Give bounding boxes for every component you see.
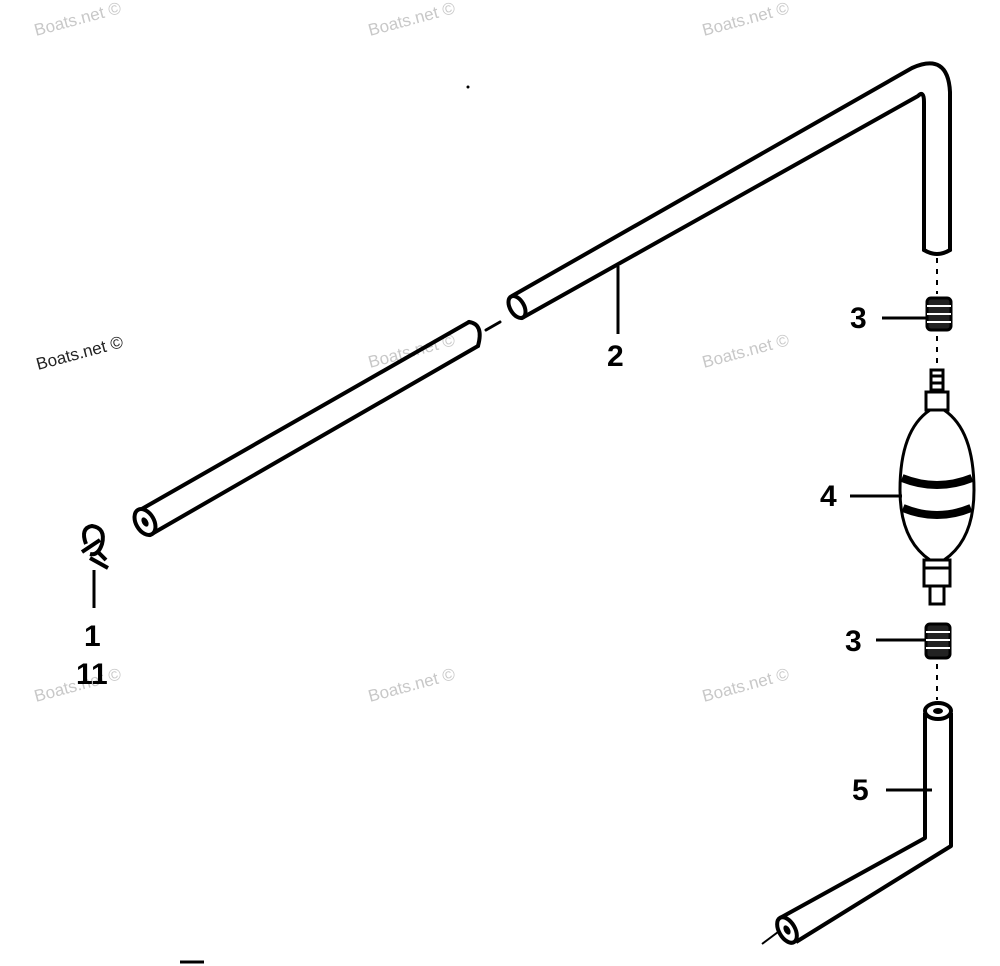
hose-2 bbox=[132, 61, 952, 537]
hose-clip bbox=[80, 523, 109, 608]
centerlines bbox=[761, 258, 938, 945]
watermark-9: Boats.net © bbox=[700, 664, 791, 706]
callout-labels: 1 11 2 3 4 3 5 bbox=[76, 302, 869, 807]
fitting-upper bbox=[925, 296, 953, 332]
watermark-1: Boats.net © bbox=[32, 0, 123, 40]
callout-11: 11 bbox=[76, 658, 108, 691]
callout-2: 2 bbox=[607, 340, 624, 373]
leader-lines bbox=[616, 266, 932, 792]
fitting-lower bbox=[924, 622, 952, 660]
watermark-2: Boats.net © bbox=[366, 0, 457, 40]
watermark-3: Boats.net © bbox=[700, 0, 791, 40]
callout-4: 4 bbox=[820, 480, 837, 513]
callout-3-upper: 3 bbox=[850, 302, 867, 335]
primer-bulb bbox=[898, 368, 976, 606]
callout-5: 5 bbox=[852, 774, 869, 807]
watermark-6: Boats.net © bbox=[700, 330, 791, 372]
hose-5 bbox=[775, 701, 953, 945]
watermark-8: Boats.net © bbox=[366, 664, 457, 706]
callout-3-lower: 3 bbox=[845, 625, 862, 658]
callout-1: 1 bbox=[84, 620, 101, 653]
stray-dot bbox=[466, 85, 470, 89]
watermark-4: Boats.net © bbox=[34, 332, 125, 374]
